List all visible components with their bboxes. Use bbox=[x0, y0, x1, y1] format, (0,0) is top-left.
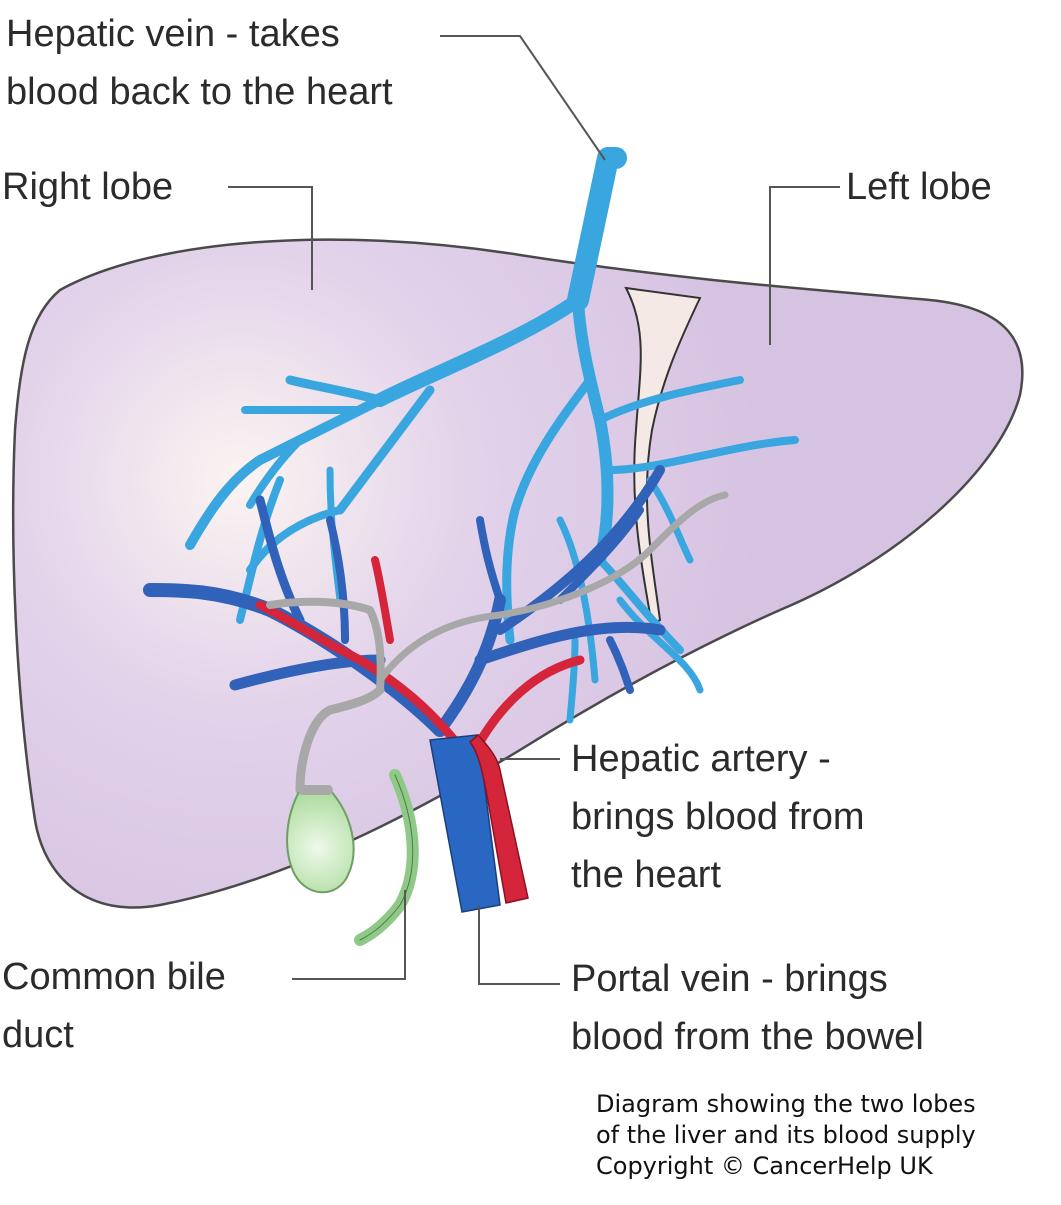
label-left-lobe: Left lobe bbox=[846, 166, 992, 208]
leader-right-lobe bbox=[228, 186, 313, 290]
caption-line2: of the liver and its blood supply bbox=[596, 1121, 976, 1149]
gallbladder bbox=[286, 789, 355, 894]
leader-hepatic-vein bbox=[440, 35, 606, 161]
leader-left-lobe bbox=[769, 186, 840, 345]
portal-vein-trunk bbox=[429, 734, 501, 913]
leader-portal-vein bbox=[478, 905, 560, 985]
label-hepatic-vein: Hepatic vein - takes blood back to the h… bbox=[6, 5, 393, 121]
label-hepatic-artery-line1: Hepatic artery - bbox=[571, 738, 831, 780]
leader-lines bbox=[228, 35, 840, 985]
label-common-bile-duct-line1: Common bile bbox=[2, 956, 226, 998]
caption: Diagram showing the two lobes of the liv… bbox=[596, 1089, 976, 1182]
hepatic-vein-trunk bbox=[567, 147, 627, 311]
label-common-bile-duct: Common bile duct bbox=[2, 948, 226, 1064]
label-portal-vein: Portal vein - brings blood from the bowe… bbox=[571, 950, 924, 1066]
label-hepatic-vein-line2: blood back to the heart bbox=[6, 71, 393, 113]
leader-common-bile-duct bbox=[292, 890, 406, 980]
label-hepatic-artery-line2: brings blood from bbox=[571, 796, 865, 838]
hepatic-artery-trunk bbox=[468, 733, 529, 904]
label-right-lobe: Right lobe bbox=[2, 166, 174, 208]
caption-copyright: Copyright © CancerHelp UK bbox=[596, 1152, 933, 1180]
label-portal-vein-line1: Portal vein - brings bbox=[571, 958, 888, 1000]
caption-line1: Diagram showing the two lobes bbox=[596, 1090, 976, 1118]
label-hepatic-artery: Hepatic artery - brings blood from the h… bbox=[571, 730, 865, 904]
label-common-bile-duct-line2: duct bbox=[2, 1014, 74, 1056]
bile-duct-branches bbox=[266, 491, 729, 795]
label-portal-vein-line2: blood from the bowel bbox=[571, 1016, 924, 1058]
label-hepatic-artery-line3: the heart bbox=[571, 854, 721, 896]
label-hepatic-vein-line1: Hepatic vein - takes bbox=[6, 13, 340, 55]
